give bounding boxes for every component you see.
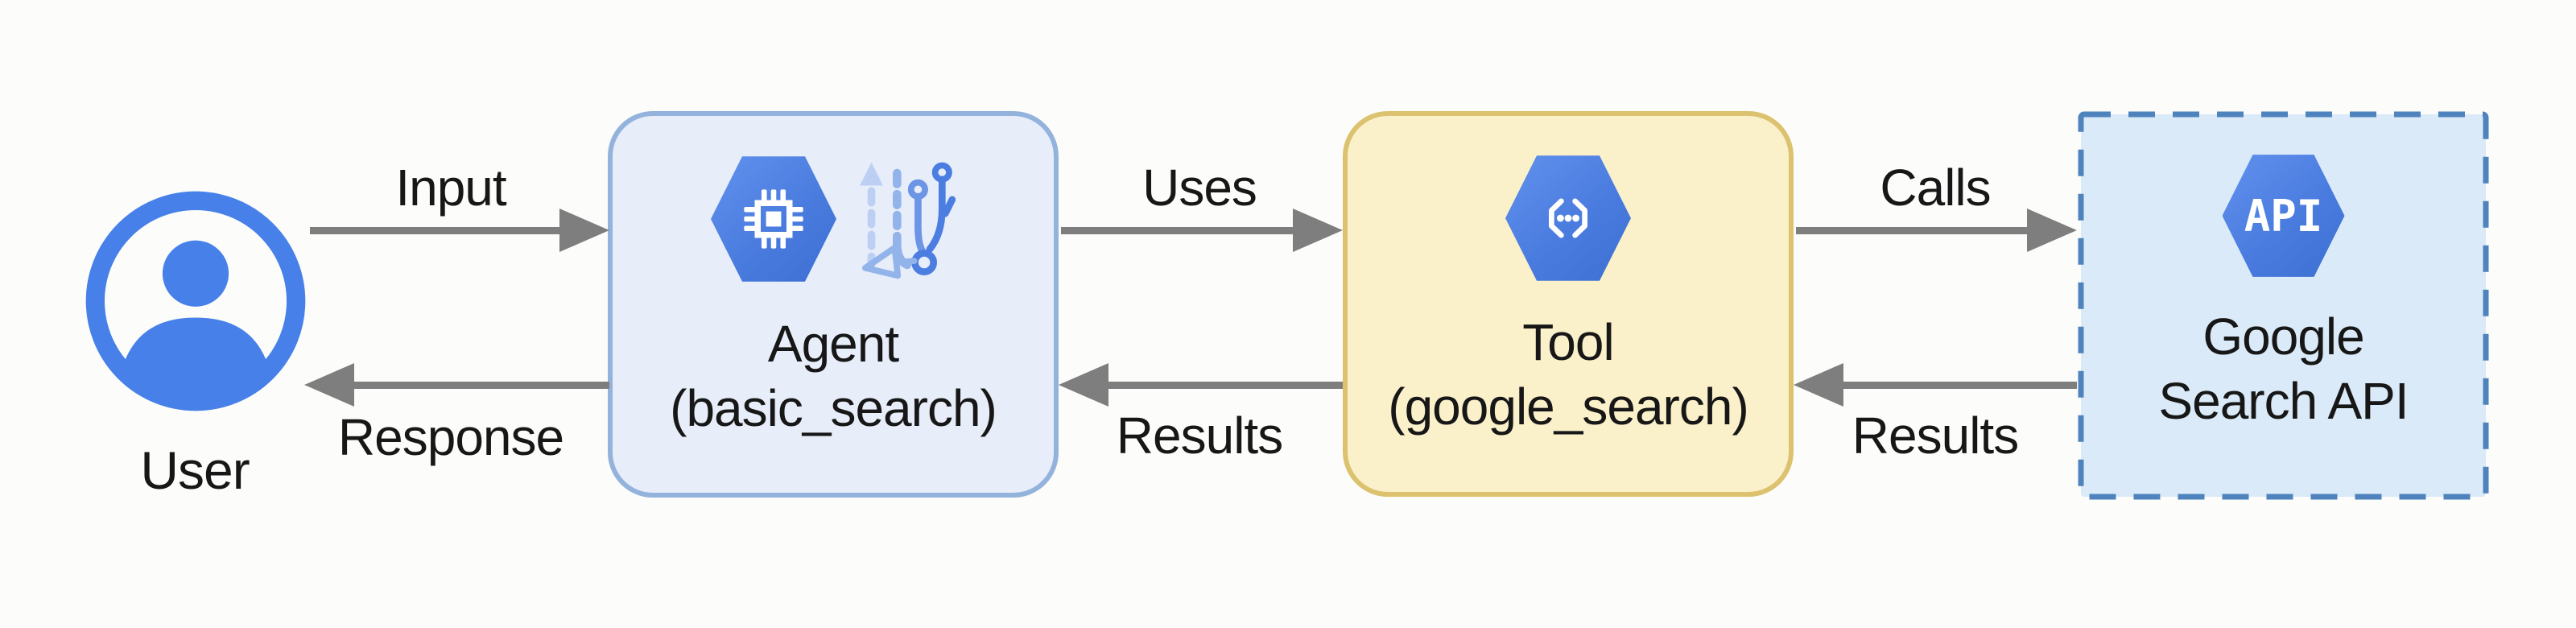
api-subtitle: Search API	[2158, 372, 2409, 430]
arrow-shaft	[1107, 382, 1343, 389]
edge-label-calls: Calls	[1880, 159, 1991, 217]
arrow-shaft	[1842, 382, 2077, 389]
user-label: User	[140, 440, 250, 500]
person-circle-icon	[85, 191, 306, 411]
arrow-shaft	[310, 227, 561, 234]
cpu-hexagon-icon	[711, 156, 836, 282]
edge-label-uses: Uses	[1142, 159, 1257, 217]
edge-label-input: Input	[395, 159, 506, 217]
cpu-chip-glyph	[744, 189, 803, 249]
arrow-head-left-icon	[304, 363, 354, 407]
code-brackets-hexagon-icon	[1505, 155, 1631, 281]
edge-label-response: Response	[337, 408, 564, 466]
tool-icon-row	[1505, 153, 1631, 283]
api-icon-row: API	[2222, 152, 2345, 279]
agent-title: Agent	[767, 315, 899, 373]
edge-label-results-2: Results	[1852, 407, 2019, 465]
tool-node: Tool (google_search)	[1343, 111, 1794, 497]
arrow-shaft	[353, 382, 609, 389]
arrow-shaft	[1796, 227, 2027, 234]
branching-paths-icon	[860, 162, 956, 279]
arrow-shaft	[1061, 227, 1293, 234]
arrow-head-right-icon	[2027, 209, 2077, 252]
api-hexagon-label: API	[2244, 190, 2323, 242]
arrow-head-left-icon	[1794, 363, 1843, 407]
agent-subtitle: (basic_search)	[670, 379, 997, 437]
api-node: API Google Search API	[2077, 110, 2490, 501]
agent-icon-row	[711, 153, 956, 285]
arrow-head-right-icon	[1293, 209, 1343, 252]
api-hexagon-icon: API	[2222, 155, 2345, 277]
edge-label-results-1: Results	[1116, 407, 1283, 465]
arrow-head-right-icon	[559, 209, 609, 252]
api-title: Google	[2202, 308, 2364, 366]
tool-title: Tool	[1522, 313, 1614, 371]
agent-node: Agent (basic_search)	[608, 111, 1059, 498]
api-dashed-border	[2078, 111, 2489, 500]
code-brackets-glyph	[1549, 198, 1587, 238]
arrow-head-left-icon	[1059, 363, 1108, 407]
tool-subtitle: (google_search)	[1388, 378, 1748, 436]
